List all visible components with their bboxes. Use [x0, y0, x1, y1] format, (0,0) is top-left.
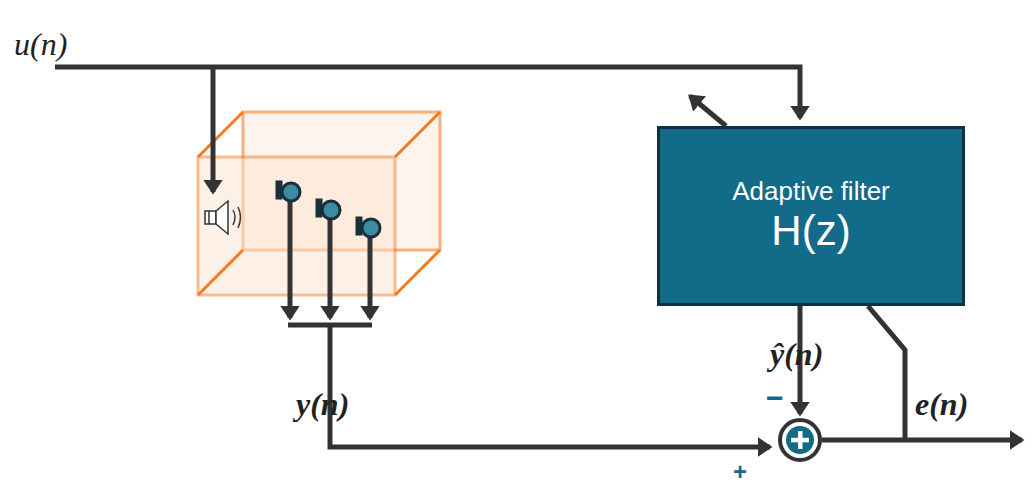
loudspeaker-symbol	[205, 201, 241, 234]
filter-box: Adaptive filterH(z)	[657, 126, 965, 306]
signal-name: u(n)	[14, 26, 67, 63]
signal-name: y(n)	[296, 386, 349, 423]
filter-title: Adaptive filter	[732, 177, 890, 207]
summing-junction	[780, 420, 820, 460]
microphone-symbols	[277, 182, 380, 237]
minus-sign: −	[766, 381, 784, 415]
signal-wires	[55, 67, 1022, 447]
signal-name: ŷ(n)	[770, 336, 823, 373]
transfer-function: H(z)	[771, 207, 850, 255]
plus-sign: +	[733, 458, 747, 486]
enclosure-cube	[198, 112, 440, 295]
signal-name: e(n)	[915, 386, 968, 423]
